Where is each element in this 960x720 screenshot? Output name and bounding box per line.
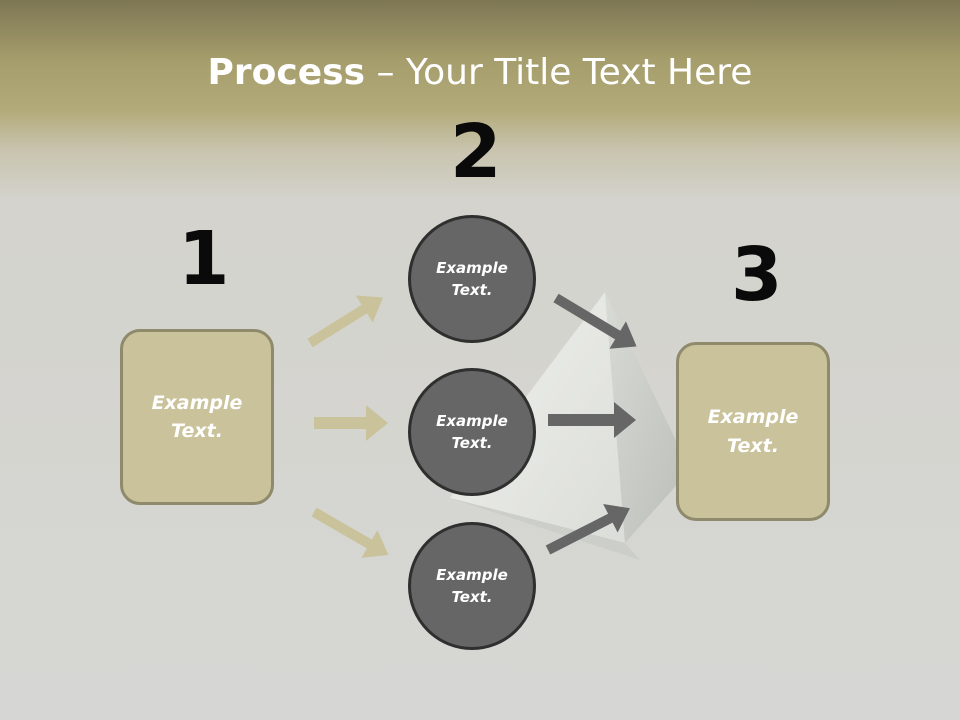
left-box: Example Text.	[120, 329, 274, 505]
right-box: Example Text.	[676, 342, 830, 521]
arrow-to-bottom-circle	[311, 507, 389, 558]
title-rest-part: – Your Title Text Here	[365, 52, 753, 93]
step-number-1: 1	[178, 216, 230, 302]
arrow-to-top-circle	[307, 295, 383, 348]
circle-top: Example Text.	[408, 215, 536, 343]
arrow-from-middle-circle	[548, 402, 636, 438]
circle-bottom: Example Text.	[408, 522, 536, 650]
arrow-to-middle-circle	[314, 405, 388, 441]
circle-top-label: Example Text.	[436, 258, 508, 300]
circle-middle-label: Example Text.	[436, 411, 508, 453]
title-bold-part: Process	[207, 52, 366, 93]
step-number-2: 2	[450, 109, 502, 195]
circle-middle: Example Text.	[408, 368, 536, 496]
slide-title: Process – Your Title Text Here	[0, 52, 960, 93]
left-box-label: Example Text.	[151, 391, 243, 443]
right-box-label: Example Text.	[707, 406, 799, 457]
arrow-from-top-circle	[553, 293, 637, 349]
arrow-from-bottom-circle	[545, 503, 630, 555]
circle-bottom-label: Example Text.	[436, 565, 508, 607]
step-number-3: 3	[731, 232, 783, 318]
